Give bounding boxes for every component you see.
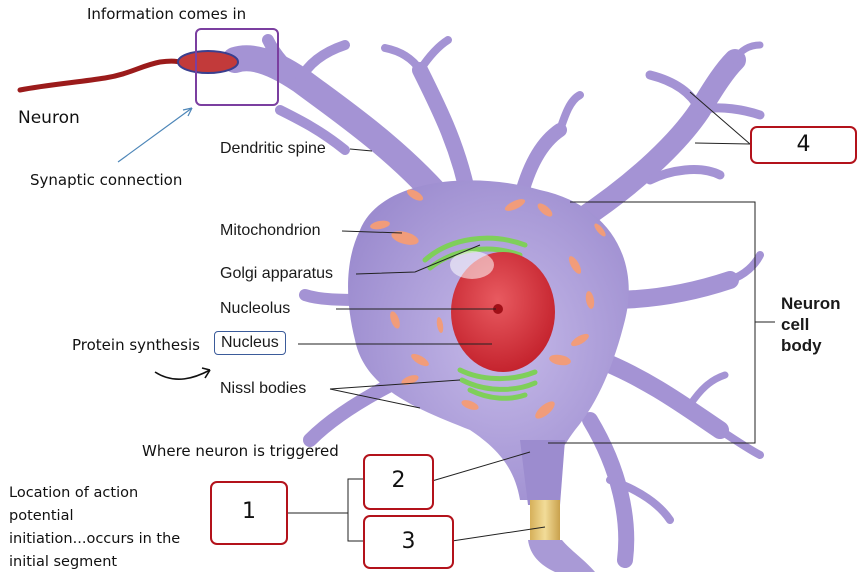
cell-body-label: Neuron cell body — [781, 293, 841, 356]
location-line-1: Location of action — [9, 485, 139, 501]
answer-2-text: 2 — [391, 468, 406, 493]
mitochondrion-label: Mitochondrion — [220, 222, 321, 239]
dendritic-spine-label: Dendritic spine — [220, 140, 326, 157]
cell-body-line-1: Neuron — [781, 294, 841, 313]
answer-4-text: 4 — [796, 132, 811, 157]
leader-lines — [287, 91, 775, 542]
nissl-label: Nissl bodies — [220, 380, 307, 397]
protein-arrow — [154, 369, 211, 380]
location-line-4: initial segment — [9, 554, 118, 570]
nucleolus-shape — [493, 304, 503, 314]
answer-3-text: 3 — [401, 529, 416, 554]
incoming-axon — [17, 58, 188, 93]
nucleus-label: Nucleus — [214, 331, 286, 355]
axon-hillock — [520, 440, 565, 505]
answer-box-3[interactable]: 3 — [363, 515, 454, 569]
golgi-label: Golgi apparatus — [220, 265, 333, 282]
protein-synthesis-label: Protein synthesis — [72, 336, 200, 354]
answer-box-1[interactable]: 1 — [210, 481, 288, 545]
location-line-3: initiation...occurs in the — [9, 531, 181, 547]
synaptic-connection-label: Synaptic connection — [30, 171, 183, 189]
location-note: Location of action potential initiation.… — [9, 482, 209, 574]
synapse-highlight-box — [195, 28, 279, 106]
where-triggered-label: Where neuron is triggered — [142, 442, 339, 460]
nucleus-shape — [451, 252, 555, 372]
nucleolus-label: Nucleolus — [220, 300, 291, 317]
initial-segment — [530, 500, 560, 542]
nissl-bodies — [457, 367, 538, 401]
synaptic-arrow — [117, 107, 193, 163]
location-line-2: potential — [9, 508, 74, 524]
answer-box-4[interactable]: 4 — [750, 126, 857, 164]
cell-body-line-3: body — [781, 336, 822, 355]
cell-body-line-2: cell — [781, 315, 810, 334]
synaptic-terminal — [177, 50, 239, 74]
axon — [528, 540, 595, 572]
mitochondria — [370, 189, 606, 419]
answer-1-text: 1 — [242, 499, 256, 524]
answer-box-2[interactable]: 2 — [363, 454, 434, 510]
nucleus-highlight — [450, 251, 494, 279]
dendrites — [222, 34, 765, 568]
protein-arrowhead — [201, 367, 211, 379]
info-comes-in-label: Information comes in — [87, 5, 247, 23]
synaptic-arrowhead — [182, 107, 193, 117]
neuron-label: Neuron — [18, 108, 80, 128]
